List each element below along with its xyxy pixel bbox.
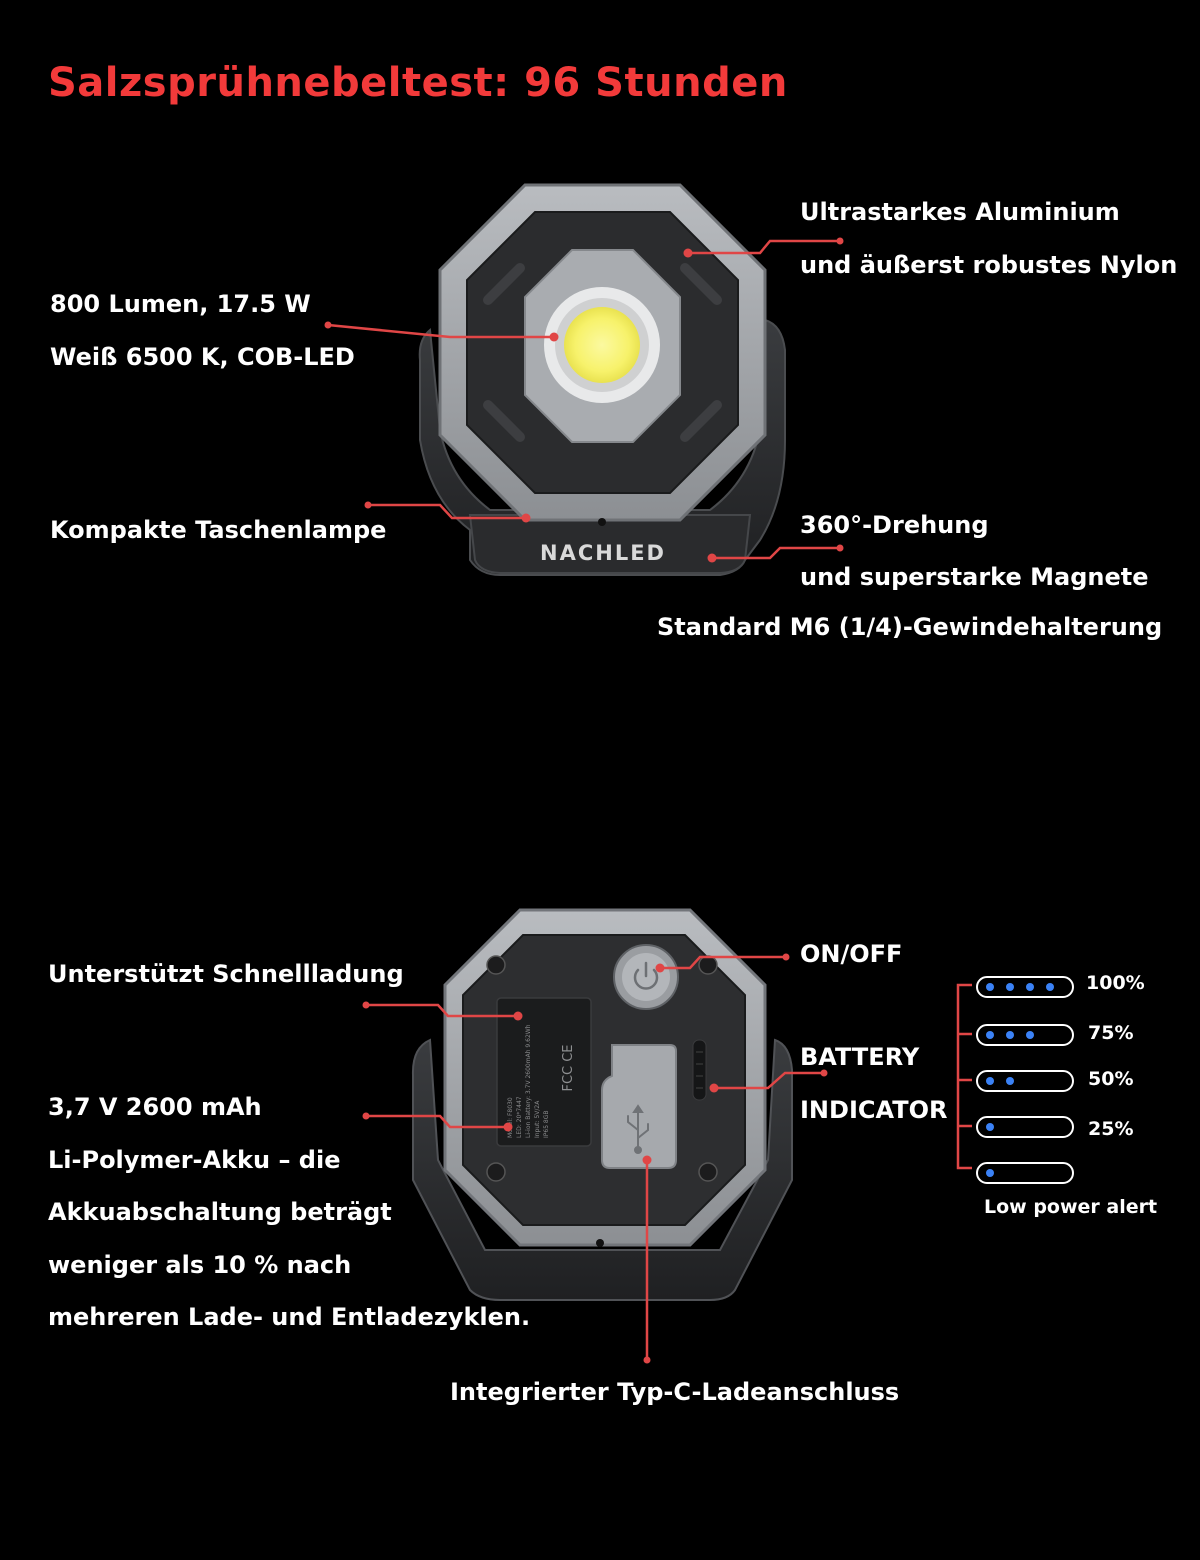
material-label-1: Ultrastarkes Aluminium bbox=[800, 198, 1120, 226]
battery-label-2: Li-Polymer-Akku – die bbox=[48, 1146, 341, 1174]
brand-logo-text: NACHLED bbox=[540, 541, 666, 565]
lamp-base bbox=[468, 514, 752, 574]
svg-text:Input: 5V/2A: Input: 5V/2A bbox=[534, 1100, 541, 1138]
battery-level-bar bbox=[976, 1162, 1074, 1184]
usb-icon bbox=[627, 1104, 649, 1154]
certification-marks: FCC CE bbox=[561, 1044, 576, 1091]
lumen-label-1: 800 Lumen, 17.5 W bbox=[50, 290, 311, 318]
battery-dot bbox=[986, 1123, 994, 1131]
battery-dot bbox=[1046, 983, 1054, 991]
low-power-label: Low power alert bbox=[984, 1196, 1158, 1218]
battery-bracket bbox=[956, 983, 972, 1170]
battery-level-percent: 50% bbox=[1088, 1068, 1134, 1090]
typec-label: Integrierter Typ-C-Ladeanschluss bbox=[450, 1378, 900, 1406]
rear-stand bbox=[411, 1038, 793, 1301]
battery-dot bbox=[986, 1077, 994, 1085]
battery-level-bar bbox=[976, 1116, 1074, 1138]
battery-dot bbox=[1026, 1031, 1034, 1039]
onoff-label: ON/OFF bbox=[800, 940, 903, 968]
battery-label-4: weniger als 10 % nach bbox=[48, 1251, 352, 1279]
mount-label: Standard M6 (1/4)-Gewindehalterung bbox=[657, 613, 1163, 641]
rotate-label-1: 360°-Drehung bbox=[800, 511, 989, 539]
svg-text:Model: F8030: Model: F8030 bbox=[507, 1097, 514, 1138]
battery-dot bbox=[986, 983, 994, 991]
battery-level-bar bbox=[976, 1024, 1074, 1046]
fast-charge-label: Unterstützt Schnellladung bbox=[48, 960, 404, 988]
svg-text:LED: 20*7447: LED: 20*7447 bbox=[516, 1096, 523, 1138]
rotate-label-2: und superstarke Magnete bbox=[800, 563, 1149, 591]
compact-label: Kompakte Taschenlampe bbox=[50, 516, 387, 544]
rear-lamp: Model: F8030 LED: 20*7447 Li-ion Battery… bbox=[411, 908, 793, 1301]
battery-level-bar bbox=[976, 976, 1074, 998]
battery-dot bbox=[1026, 983, 1034, 991]
cob-led bbox=[564, 307, 640, 383]
front-lamp bbox=[418, 183, 786, 576]
page-title: Salzsprühnebeltest: 96 Stunden bbox=[48, 60, 788, 106]
battery-dot bbox=[1006, 983, 1014, 991]
battery-level-percent: 100% bbox=[1086, 972, 1145, 994]
indicator-label-2: INDICATOR bbox=[800, 1096, 948, 1124]
stand-bracket bbox=[418, 318, 786, 576]
lumen-label-2: Weiß 6500 K, COB-LED bbox=[50, 343, 355, 371]
indicator-label-1: BATTERY bbox=[800, 1043, 920, 1071]
battery-dot bbox=[986, 1031, 994, 1039]
battery-dot bbox=[986, 1169, 994, 1177]
battery-level-percent: 25% bbox=[1088, 1118, 1134, 1140]
svg-text:Li-ion Battery: 3.7V 2600mAh 9: Li-ion Battery: 3.7V 2600mAh 9.62Wh bbox=[525, 1024, 532, 1138]
battery-dot bbox=[1006, 1077, 1014, 1085]
material-label-2: und äußerst robustes Nylon bbox=[800, 251, 1178, 279]
battery-level-percent: 75% bbox=[1088, 1022, 1134, 1044]
battery-led-strip bbox=[692, 1039, 707, 1101]
svg-text:IP65 8GB: IP65 8GB bbox=[543, 1110, 550, 1138]
power-icon bbox=[633, 961, 659, 990]
battery-label-5: mehreren Lade- und Entladezyklen. bbox=[48, 1303, 531, 1331]
spec-label bbox=[496, 997, 592, 1147]
leader-lines-bottom bbox=[366, 955, 824, 1360]
leader-lines-top bbox=[327, 239, 840, 560]
battery-level-bar bbox=[976, 1070, 1074, 1092]
battery-dot bbox=[1006, 1031, 1014, 1039]
battery-label-3: Akkuabschaltung beträgt bbox=[48, 1198, 392, 1226]
battery-label-1: 3,7 V 2600 mAh bbox=[48, 1093, 262, 1121]
